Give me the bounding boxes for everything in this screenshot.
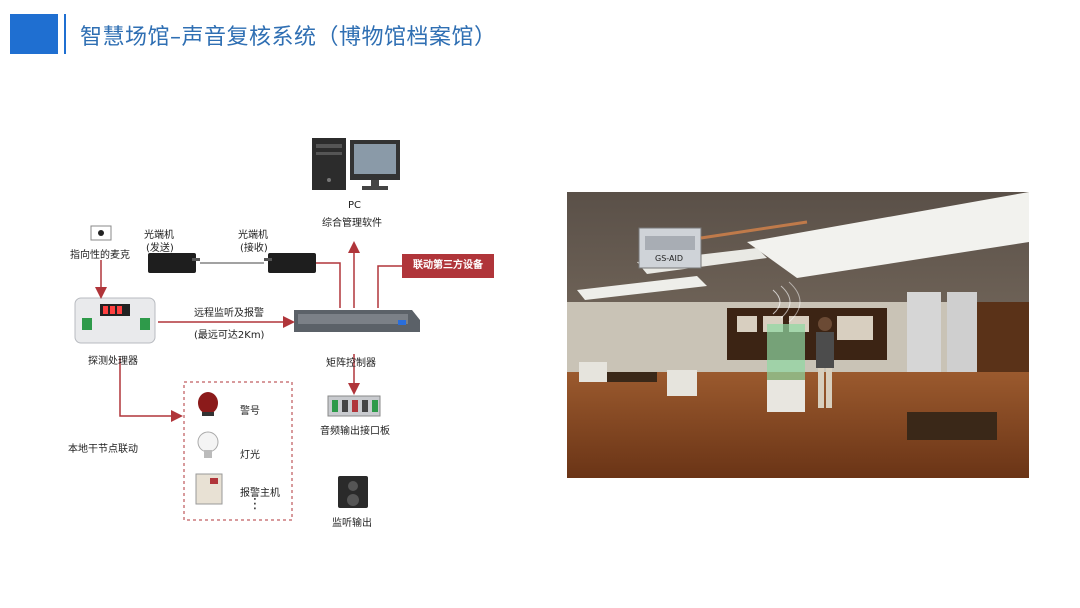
audio-board-icon xyxy=(327,395,381,417)
fiber-rx-label: 光端机 xyxy=(238,230,268,241)
diagram-graphics xyxy=(74,138,420,521)
arrow-detector-to-local xyxy=(119,358,183,422)
wood-wall xyxy=(977,302,1029,382)
line-matrix-to-third-party xyxy=(377,265,406,308)
alarm-host-icon xyxy=(195,473,223,505)
fiber-tx-label: 光端机 xyxy=(144,230,174,241)
system-diagram: PC 综合管理软件 指向性的麦克 光端机 (发送) 光端机 (接收) 联动第三方… xyxy=(60,120,520,540)
fiber-rx-sub: (接收) xyxy=(240,243,268,254)
fiber-receiver-icon xyxy=(264,253,316,273)
gs-aid-label: GS-AID xyxy=(655,254,683,263)
light-bulb-icon xyxy=(197,431,219,458)
gs-aid-device-icon xyxy=(638,227,702,269)
more-devices-ellipsis: ⋮ xyxy=(248,496,262,512)
pedestal xyxy=(667,370,697,396)
fiber-tx-sub: (发送) xyxy=(146,243,174,254)
monitor-icon xyxy=(350,140,400,190)
microphone-icon xyxy=(90,225,112,241)
header-block xyxy=(10,14,58,54)
siren-label: 警号 xyxy=(240,406,260,417)
siren-icon xyxy=(198,392,218,416)
pc-label: PC xyxy=(348,200,362,211)
ceiling-light-panel xyxy=(747,192,1029,278)
detector-processor-icon xyxy=(74,297,156,344)
alarm-host-label: 报警主机 xyxy=(240,488,280,499)
bench xyxy=(607,372,657,382)
local-devices-box xyxy=(183,381,293,521)
pc-software-label: 综合管理软件 xyxy=(322,218,382,229)
page-title: 智慧场馆–声音复核系统（博物馆档案馆） xyxy=(80,25,497,50)
pedestal xyxy=(767,380,805,412)
third-party-badge: 联动第三方设备 xyxy=(402,254,494,278)
light-label: 灯光 xyxy=(240,450,260,461)
mic-label: 指向性的麦克 xyxy=(70,250,130,261)
line-rx-to-matrix xyxy=(316,262,341,308)
pillar xyxy=(947,292,977,382)
museum-photo: GS-AID xyxy=(567,192,1029,478)
ceiling-light-panel xyxy=(577,276,707,300)
bench xyxy=(907,412,997,440)
monitor-output-label: 监听输出 xyxy=(332,518,372,529)
remote-sub: (最远可达2Km) xyxy=(194,330,265,341)
remote-label: 远程监听及报警 xyxy=(194,308,264,319)
speaker-icon xyxy=(338,476,368,508)
pillar xyxy=(907,292,941,382)
museum-scene xyxy=(567,192,1029,478)
pedestal xyxy=(579,362,607,382)
fiber-transmitter-icon xyxy=(148,253,200,273)
audio-board-label: 音频输出接口板 xyxy=(320,426,390,437)
detector-label: 探测处理器 xyxy=(88,356,138,367)
visitor-figure xyxy=(816,317,834,408)
local-link-label: 本地干节点联动 xyxy=(68,444,138,455)
matrix-controller-icon xyxy=(294,310,420,332)
display-case xyxy=(767,324,805,380)
pc-tower-icon xyxy=(312,138,346,190)
header-divider xyxy=(64,14,66,54)
matrix-label: 矩阵控制器 xyxy=(326,358,376,369)
